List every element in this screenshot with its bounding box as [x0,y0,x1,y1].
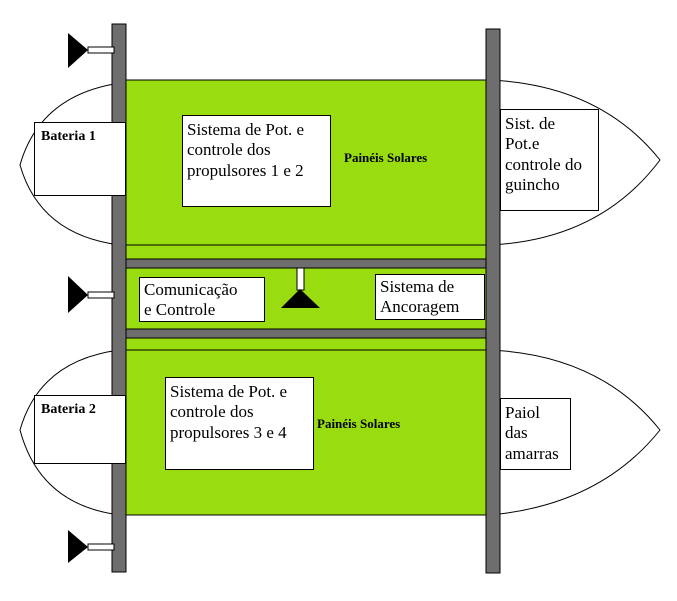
solar-panels-top-label: Painéis Solares [344,150,428,165]
power-system-1-box: Sistema de Pot. e controle dos propulsor… [182,115,331,207]
battery-1-box: Bateria 1 [34,122,126,196]
anchoring-box: Sistema de Ancoragem [375,274,485,320]
propeller-mount-icon [68,276,115,313]
bottom-hull-outline [19,349,661,516]
anchor-mast-icon [281,267,320,308]
right-post [485,28,501,574]
battery-2-box: Bateria 2 [34,395,126,464]
communication-box: Comunicação e Controle [139,277,265,322]
propeller-mount-icon [68,530,115,563]
propeller-mount-icon [68,33,115,68]
top-hull-outline [19,79,661,246]
winch-system-box: Sist. de Pot.e controle do guincho [500,109,599,211]
solar-panels-bottom-label: Painéis Solares [317,416,401,431]
mooring-locker-box: Paiol das amarras [500,398,571,470]
power-system-2-box: Sistema de Pot. e controle dos propulsor… [165,377,314,470]
cross-beam-lower [119,328,493,339]
cross-beam-upper [119,258,493,269]
